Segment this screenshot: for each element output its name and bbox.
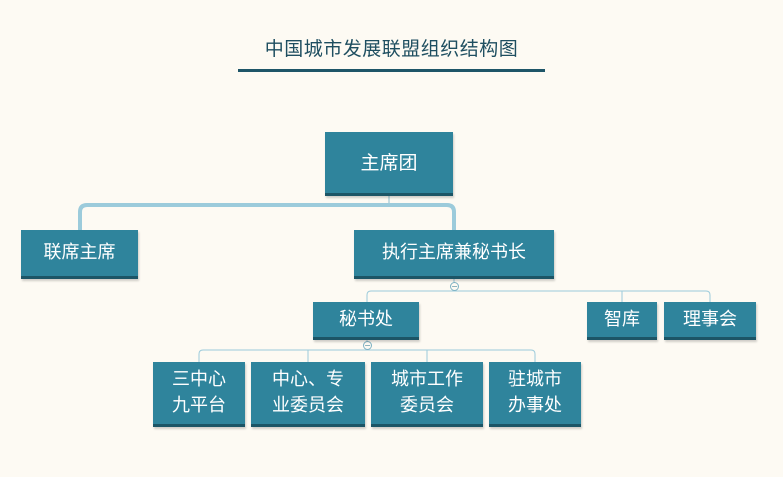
connector-exec-bracket — [366, 290, 711, 302]
node-city-offices[interactable]: 驻城市 办事处 — [489, 362, 581, 427]
diagram-title: 中国城市发展联盟组织结构图 — [264, 38, 519, 60]
node-three-centers[interactable]: 三中心 九平台 — [153, 362, 245, 427]
collapse-icon[interactable]: − — [363, 341, 372, 350]
node-centers-committees[interactable]: 中心、专 业委员会 — [251, 362, 365, 427]
node-exec-chair[interactable]: 执行主席兼秘书长 — [354, 230, 554, 279]
node-city-work-committee[interactable]: 城市工作 委员会 — [371, 362, 483, 427]
collapse-icon[interactable]: − — [450, 282, 459, 291]
node-secretariat[interactable]: 秘书处 — [313, 302, 419, 340]
node-presidium[interactable]: 主席团 — [325, 132, 453, 196]
title-underline — [238, 69, 545, 72]
node-council[interactable]: 理事会 — [664, 302, 756, 340]
node-co-chair[interactable]: 联席主席 — [21, 230, 138, 279]
node-think-tank[interactable]: 智库 — [587, 302, 657, 340]
connector-secretariat-bracket — [198, 349, 536, 362]
connector-presidium-bracket — [78, 203, 456, 230]
